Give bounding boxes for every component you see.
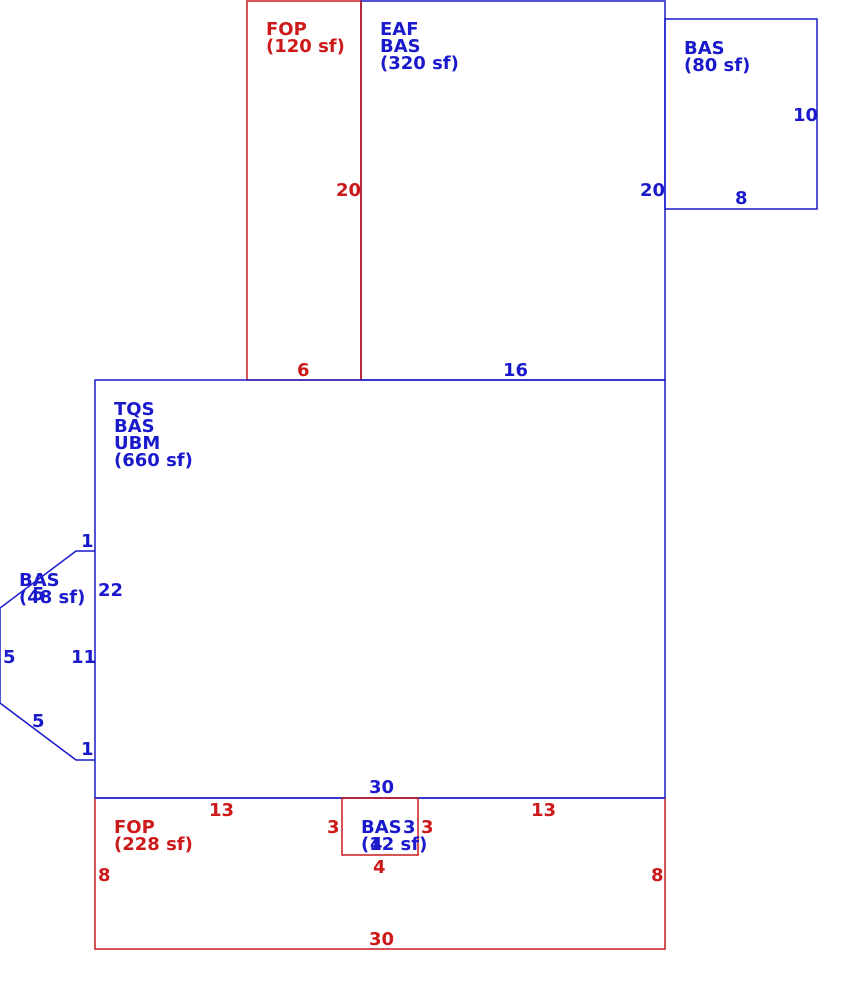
dim-eaf-width: 16 (503, 360, 528, 381)
main-code-2: BAS (114, 416, 155, 437)
dim-left-top-edge: 1 (81, 531, 94, 552)
dim-left-extra: 5 (32, 584, 45, 605)
fop-top-code: FOP (266, 19, 307, 40)
dim-left-inner-height: 11 (71, 647, 96, 668)
dim-left-diag: 5 (32, 711, 45, 732)
dim-bas-bottom-right: 3 (421, 817, 434, 838)
dim-fop-top-height: 20 (336, 180, 361, 201)
dim-eaf-height: 20 (640, 180, 665, 201)
dim-bas-bottom-inner: 3 (403, 817, 416, 838)
eaf-code-2: BAS (380, 36, 421, 57)
dim-fop-top-width: 6 (297, 360, 310, 381)
dim-bas-bottom-left: 3 (327, 817, 340, 838)
fop-top-area: (120 sf) (266, 36, 345, 57)
eaf-code-1: EAF (380, 19, 419, 40)
dim-bas-small-height: 10 (793, 105, 818, 126)
dim-fop-bottom-right-seg: 13 (531, 800, 556, 821)
bas-bottom-code: BAS (361, 817, 402, 838)
dim-bas-small-width: 8 (735, 188, 748, 209)
dim-bas-bottom-inner-width: 4 (370, 834, 383, 855)
bas-small-code: BAS (684, 38, 725, 59)
bas-small-outline (664, 18, 818, 210)
dim-left-outer-height: 5 (3, 647, 16, 668)
fop-bottom-area: (228 sf) (114, 834, 193, 855)
fop-bottom-outline (94, 798, 666, 950)
bas-bottom-outline (341, 797, 419, 856)
eaf-area: (320 sf) (380, 53, 459, 74)
main-area: (660 sf) (114, 450, 193, 471)
dim-bas-bottom-width: 4 (373, 857, 386, 878)
bas-left-code: BAS (19, 570, 60, 591)
dim-fop-bottom-width: 30 (369, 929, 394, 950)
bas-bottom-area: (12 sf) (361, 834, 427, 855)
bas-left-outline (0, 550, 95, 761)
dim-fop-bottom-right-height: 8 (651, 865, 664, 886)
main-code-1: TQS (114, 399, 155, 420)
main-code-3: UBM (114, 433, 160, 454)
bas-left-area: (48 sf) (19, 587, 85, 608)
dim-main-left-height: 22 (98, 580, 123, 601)
dim-fop-bottom-left-seg: 13 (209, 800, 234, 821)
bas-small-area: (80 sf) (684, 55, 750, 76)
main-outline (94, 379, 666, 799)
dim-main-bottom-width: 30 (369, 777, 394, 798)
fop-bottom-code: FOP (114, 817, 155, 838)
dim-fop-bottom-left-height: 8 (98, 865, 111, 886)
dim-left-bottom-edge: 1 (81, 739, 94, 760)
